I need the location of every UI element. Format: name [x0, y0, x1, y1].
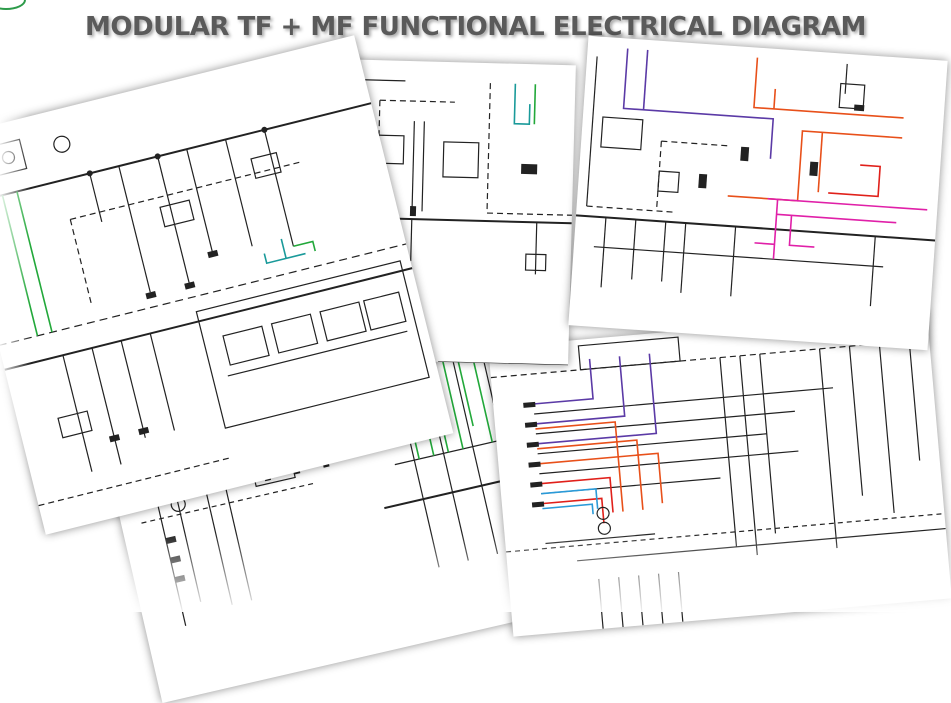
slide-title: MODULAR TF + MF FUNCTIONAL ELECTRICAL DI…: [85, 12, 866, 42]
sheet-top-right: [568, 35, 948, 351]
corner-logo: [0, 0, 26, 10]
sheet-top-left: [0, 35, 454, 535]
sheet-top-right-diagram: [575, 48, 936, 307]
sheet-top-left-diagram: [0, 102, 430, 507]
